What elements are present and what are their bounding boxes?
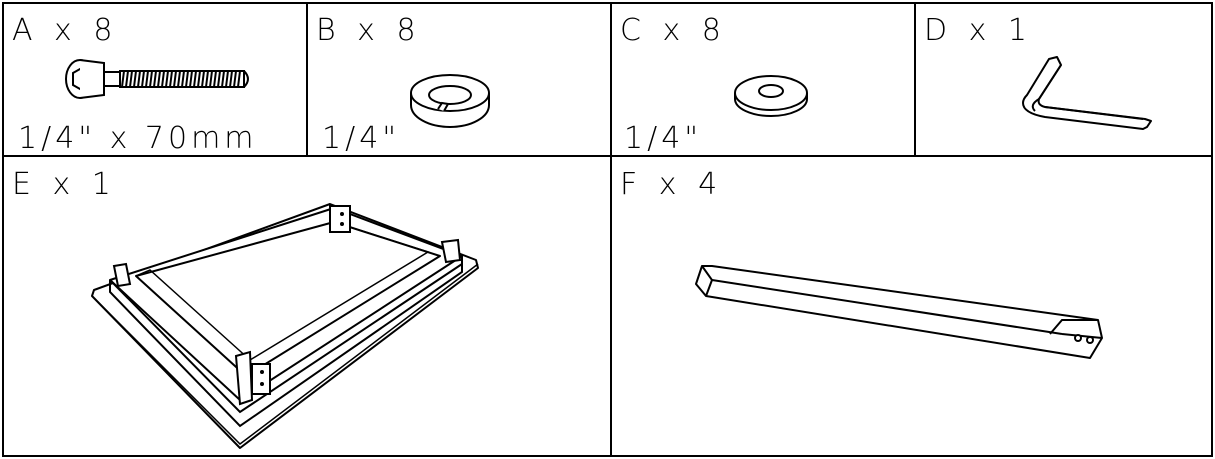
border-right: [1211, 2, 1213, 457]
part-label-a: A x 8: [12, 13, 119, 48]
lock-washer-icon: [408, 73, 492, 131]
col-divider-3: [914, 2, 916, 157]
part-label-b: B x 8: [316, 13, 422, 48]
row-divider: [2, 155, 1213, 157]
part-label-e: E x 1: [12, 167, 117, 202]
part-label-f: F x 4: [620, 167, 724, 202]
col-divider-1: [306, 2, 308, 157]
base-frame-icon: [90, 200, 490, 450]
bolt-icon: [62, 57, 252, 101]
allen-key-icon: [1015, 55, 1155, 131]
leg-icon: [690, 264, 1114, 360]
part-spec-c: 1/4": [624, 121, 703, 156]
border-bottom: [2, 455, 1213, 457]
border-left: [2, 2, 4, 457]
part-spec-b: 1/4": [322, 121, 401, 156]
flat-washer-icon: [733, 74, 809, 118]
part-label-d: D x 1: [924, 13, 1034, 48]
border-top: [2, 2, 1213, 4]
col-divider-2: [610, 2, 612, 457]
part-spec-a: 1/4" x 70mm: [18, 121, 258, 156]
part-label-c: C x 8: [620, 13, 727, 48]
